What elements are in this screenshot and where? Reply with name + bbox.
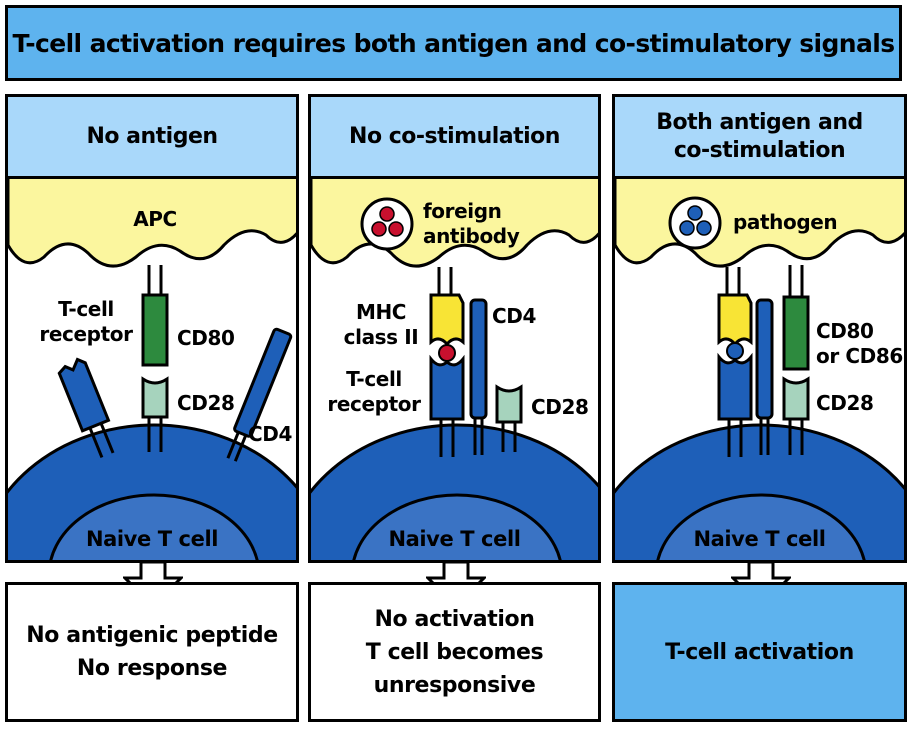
cd4-molecule xyxy=(469,298,488,420)
cd28-label: CD28 xyxy=(816,391,874,415)
cd4-label: CD4 xyxy=(492,304,536,328)
antibody-particle-icon xyxy=(360,197,414,251)
naive-t-cell-label: Naive T cell xyxy=(85,527,219,551)
mhc-label: MHC class II xyxy=(343,300,419,349)
cd4-molecule xyxy=(755,298,774,420)
t-cell-receptor xyxy=(57,357,115,459)
cd28-molecule xyxy=(495,384,523,424)
panel-header: Both antigen and co-stimulation xyxy=(615,97,904,179)
result-unresponsive: No activation T cell becomes unresponsiv… xyxy=(308,582,601,722)
cd28-molecule xyxy=(141,376,169,419)
t-cell-receptor xyxy=(429,354,465,421)
pathogen-particle-icon xyxy=(668,196,722,250)
mhc-class-ii-molecule xyxy=(429,293,465,347)
cd80-label: CD80 xyxy=(177,326,235,350)
cd80-cd86-molecule xyxy=(782,295,810,371)
result-no-response: No antigenic peptide No response xyxy=(5,582,299,722)
particle-label: foreign antibody xyxy=(423,199,520,248)
antigen-peptide xyxy=(438,344,456,362)
naive-t-cell-nucleus xyxy=(49,493,259,560)
panel-no-antigen: No antigen APC T-cell receptor CD80 CD28… xyxy=(5,94,299,563)
mhc-class-ii-molecule xyxy=(717,293,753,347)
title-banner: T-cell activation requires both antigen … xyxy=(5,5,902,81)
naive-t-cell-label: Naive T cell xyxy=(693,527,826,551)
naive-t-cell-label: Naive T cell xyxy=(388,527,521,551)
cd28-molecule xyxy=(782,376,810,421)
cd4-molecule xyxy=(226,327,293,462)
tcr-label: T-cell receptor xyxy=(327,367,421,416)
naive-t-cell-nucleus xyxy=(656,493,866,560)
panel-1-illustration xyxy=(8,175,296,560)
diagram-title: T-cell activation requires both antigen … xyxy=(12,28,895,58)
panel-3-illustration xyxy=(615,175,904,560)
panel-header: No antigen xyxy=(8,97,296,179)
panel-header: No co-stimulation xyxy=(311,97,598,179)
apc-cell xyxy=(8,175,296,268)
antigen-peptide xyxy=(726,342,744,360)
naive-t-cell-nucleus xyxy=(352,493,562,560)
panel-2-illustration xyxy=(311,175,598,560)
particle-label: pathogen xyxy=(733,210,838,234)
cd28-label: CD28 xyxy=(177,391,235,415)
cd80-molecule xyxy=(141,293,169,367)
tcr-label: T-cell receptor xyxy=(39,297,133,346)
panel-no-co-stimulation: No co-stimulation foreign antibody MHC c… xyxy=(308,94,601,563)
cd4-label: CD4 xyxy=(248,422,292,446)
panel-both-signals: Both antigen and co-stimulation pathogen… xyxy=(612,94,907,563)
t-cell-receptor xyxy=(717,352,753,421)
result-activation: T-cell activation xyxy=(612,582,907,722)
cd28-label: CD28 xyxy=(531,395,589,419)
cd80-label: CD80 or CD86 xyxy=(816,319,903,368)
apc-label: APC xyxy=(133,207,177,231)
